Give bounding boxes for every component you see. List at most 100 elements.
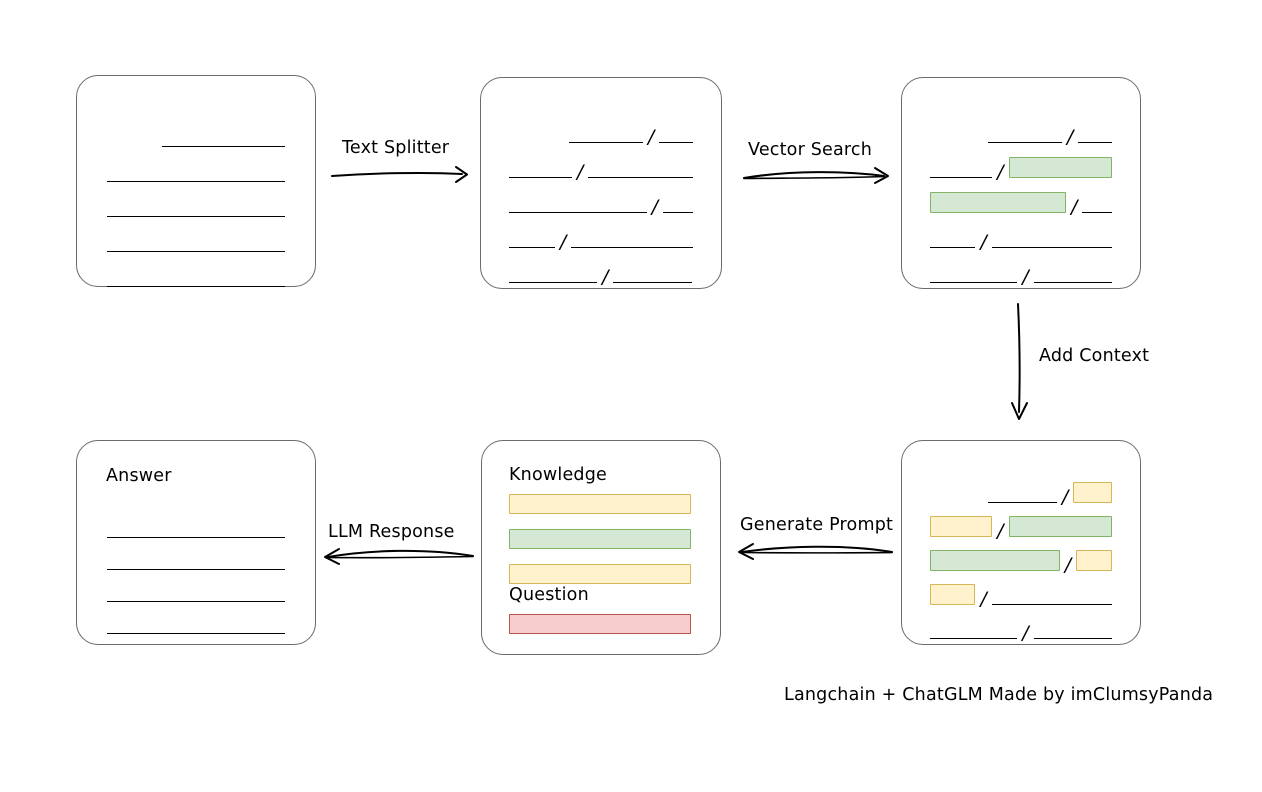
text-line	[107, 180, 285, 182]
context-chunk-highlight	[1076, 550, 1112, 571]
node-answer[interactable]: Answer	[76, 440, 316, 645]
document-line-row	[107, 217, 285, 252]
chunk-row: /	[509, 213, 693, 253]
node-vector-matched-chunks[interactable]: / / / / /	[901, 77, 1141, 289]
question-label: Question	[509, 585, 589, 605]
chunk-separator: /	[1022, 265, 1029, 288]
text-line	[509, 281, 597, 283]
text-line	[107, 568, 285, 570]
chunk-row: /	[930, 108, 1112, 148]
answer-line-row	[107, 570, 285, 602]
answer-line-row	[107, 506, 285, 538]
edge-llm-response: LLM Response	[320, 518, 475, 578]
diagram-caption: Langchain + ChatGLM Made by imClumsyPand…	[784, 685, 1214, 705]
matched-chunk-highlight	[1008, 157, 1112, 178]
text-line	[613, 281, 693, 283]
chunk-row: /	[930, 178, 1112, 216]
text-line	[569, 141, 643, 143]
chunk-separator: /	[997, 160, 1004, 183]
chunk-row: /	[509, 143, 693, 183]
chunk-separator: /	[1064, 553, 1072, 576]
question-bar	[509, 614, 691, 634]
split-chunks-rows: / / / / /	[481, 108, 721, 288]
arrow-left-icon	[324, 548, 474, 565]
chunk-separator: /	[1022, 621, 1029, 644]
edge-add-context: Add Context	[995, 300, 1165, 425]
chunk-row: /	[930, 605, 1112, 644]
text-line	[659, 141, 693, 143]
text-line	[509, 246, 555, 248]
chunk-row: /	[930, 537, 1112, 576]
chunk-row: /	[930, 143, 1112, 183]
chunk-row: /	[509, 108, 693, 148]
chunk-separator: /	[602, 265, 609, 288]
chunk-row: /	[930, 503, 1112, 542]
context-chunks-rows: / / / / /	[902, 469, 1140, 644]
knowledge-bars	[482, 494, 720, 584]
vector-matches-rows: / / / / /	[902, 108, 1140, 288]
text-line	[107, 250, 285, 252]
chunk-row: /	[930, 571, 1112, 608]
chunk-row: /	[930, 469, 1112, 508]
edge-vector-search: Vector Search	[742, 135, 892, 195]
arrow-down-icon	[1011, 303, 1028, 420]
text-line	[107, 632, 285, 634]
text-line	[1033, 637, 1112, 639]
edge-generate-prompt: Generate Prompt	[734, 512, 894, 572]
chunk-separator: /	[651, 195, 659, 218]
matched-chunk-highlight	[930, 550, 1060, 571]
edge-vector-search-label: Vector Search	[748, 140, 873, 160]
edge-text-splitter: Text Splitter	[330, 132, 470, 192]
text-line	[107, 215, 285, 217]
document-line-row	[107, 147, 285, 182]
matched-chunk-highlight	[930, 192, 1067, 213]
text-line	[988, 501, 1057, 503]
chunk-separator: /	[997, 519, 1004, 542]
text-line	[930, 281, 1018, 283]
context-chunk-highlight	[1073, 482, 1112, 503]
node-source-document[interactable]	[76, 75, 316, 287]
chunk-separator: /	[1061, 485, 1069, 508]
text-line	[588, 176, 693, 178]
chunk-row: /	[509, 178, 693, 218]
node-generated-prompt[interactable]: Knowledge Question	[481, 440, 721, 655]
chunk-separator: /	[576, 160, 584, 183]
chunk-row: /	[930, 248, 1112, 288]
edge-generate-prompt-label: Generate Prompt	[740, 515, 894, 535]
text-line	[1078, 141, 1112, 143]
text-line	[107, 600, 285, 602]
chunk-separator: /	[647, 125, 655, 148]
chunk-row: /	[509, 248, 693, 288]
chunk-separator: /	[1066, 125, 1074, 148]
answer-rows	[77, 506, 315, 634]
node-context-chunks[interactable]: / / / / /	[901, 440, 1141, 645]
text-line	[509, 211, 647, 213]
knowledge-bar	[509, 494, 691, 514]
edge-add-context-label: Add Context	[1039, 346, 1150, 366]
text-line	[107, 536, 285, 538]
text-line	[509, 176, 572, 178]
question-bars	[482, 614, 720, 634]
text-line	[1033, 281, 1112, 283]
knowledge-bar	[509, 529, 691, 549]
chunk-separator: /	[559, 230, 567, 253]
source-document-rows	[77, 112, 315, 287]
answer-line-row	[107, 538, 285, 570]
context-chunk-highlight	[930, 584, 976, 605]
answer-label: Answer	[106, 466, 172, 486]
text-line	[107, 285, 285, 287]
text-line	[991, 246, 1112, 248]
text-line	[1082, 211, 1112, 213]
node-split-chunks[interactable]: / / / / /	[480, 77, 722, 289]
answer-line-row	[107, 602, 285, 634]
edge-text-splitter-label: Text Splitter	[342, 138, 450, 158]
text-line	[930, 246, 976, 248]
text-line	[571, 246, 693, 248]
arrow-right-icon	[331, 166, 468, 183]
text-line	[162, 145, 285, 147]
text-line	[988, 141, 1062, 143]
knowledge-label: Knowledge	[509, 465, 607, 485]
document-line-row	[107, 112, 285, 147]
text-line	[663, 211, 693, 213]
